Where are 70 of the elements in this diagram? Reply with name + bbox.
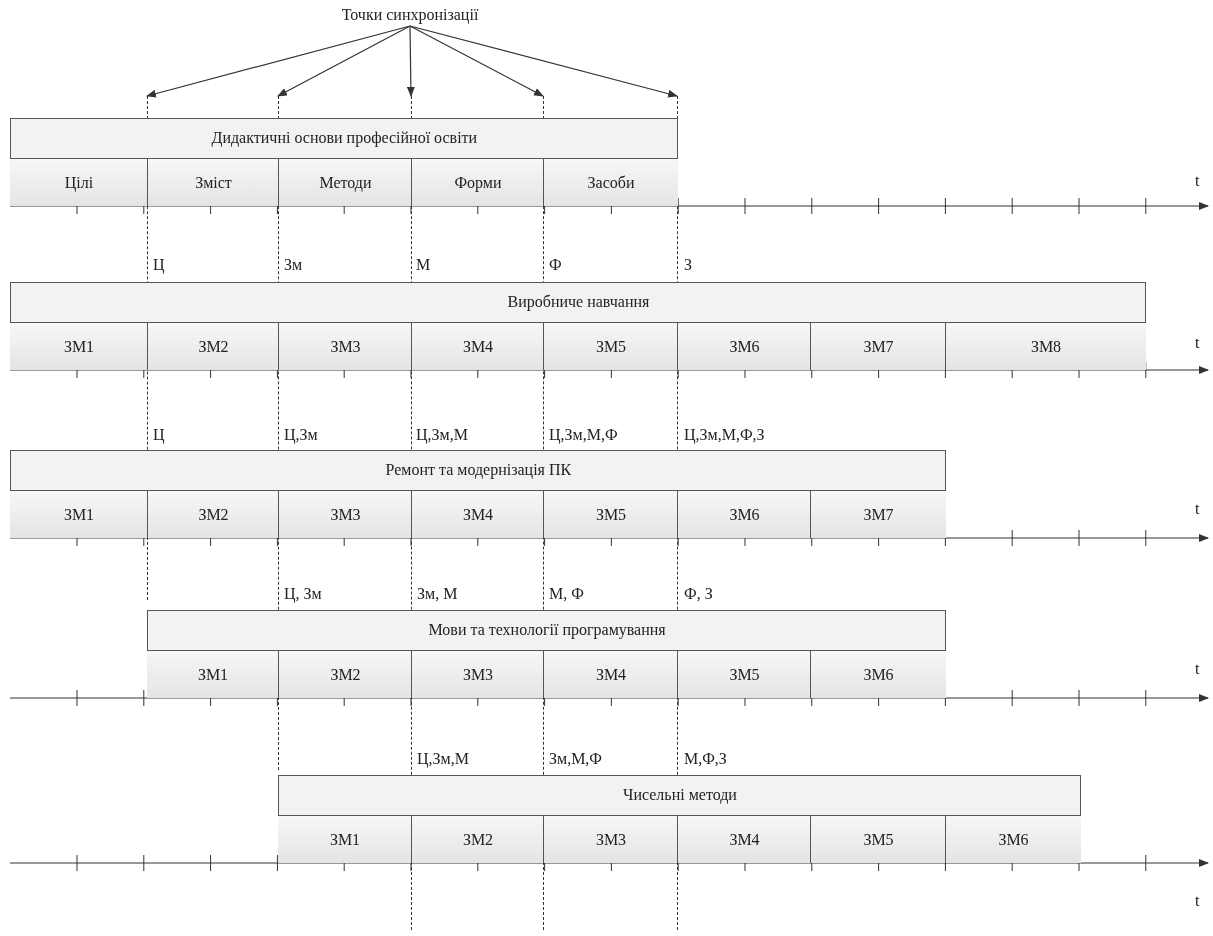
module-cell: Методи [278,158,412,206]
module-cell: ЗМ1 [278,815,412,863]
module-cell: Форми [411,158,544,206]
module-cell: ЗМ5 [810,815,946,863]
module-cell: ЗМ4 [411,490,544,538]
sync-label: Ф [549,256,562,274]
sync-label: Ц [153,256,165,274]
block-title: Дидактичні основи професійної освіти [211,129,478,147]
module-cell: ЗМ2 [147,322,279,370]
sync-label: Зм, М [417,585,458,603]
callout-text: Точки синхронізації [340,6,480,24]
sync-label: Ц, Зм [284,585,322,603]
arrow [277,25,411,97]
sync-label: М [416,256,431,274]
axis-label: t [1195,172,1200,190]
module-cell: ЗМ3 [278,490,412,538]
module-cell: ЗМ2 [411,815,544,863]
module-block [10,282,1146,370]
sync-label: М,Ф,З [684,750,727,768]
axis-label: t [1195,500,1200,518]
block-title: Виробниче навчання [507,293,650,311]
module-block [147,610,946,698]
sync-label: Ц,Зм,М,Ф,З [684,426,765,444]
module-block [10,450,946,538]
module-cell: ЗМ5 [543,490,678,538]
module-cell: Зміст [147,158,279,206]
arrow [146,25,411,98]
arrow [409,25,544,97]
sync-label: Зм [284,256,303,274]
axis-label: t [1195,334,1200,352]
module-cell: ЗМ4 [677,815,811,863]
module-cell: ЗМ3 [278,322,412,370]
sync-label: Ц,Зм,М,Ф [549,426,618,444]
sync-label: Ц,Зм,М [416,426,468,444]
module-block [10,118,678,206]
sync-label: Ц,Зм,М [417,750,469,768]
module-cell: ЗМ5 [543,322,678,370]
module-cell: Засоби [543,158,678,206]
block-title: Ремонт та модернізація ПК [385,461,572,479]
module-cell: ЗМ1 [10,490,148,538]
sync-label: Ц,Зм [284,426,318,444]
sync-label: М, Ф [549,585,584,603]
module-cell: ЗМ6 [677,490,811,538]
module-cell: ЗМ1 [147,650,279,698]
sync-label: Зм,М,Ф [549,750,602,768]
sync-label: Ф, З [684,585,713,603]
arrow [406,25,415,97]
sync-label: З [684,256,692,274]
module-cell: ЗМ6 [945,815,1081,863]
module-cell: ЗМ2 [278,650,412,698]
module-cell: ЗМ8 [945,322,1146,370]
sync-label: Ц [153,426,165,444]
module-cell: ЗМ6 [677,322,811,370]
module-cell: ЗМ2 [147,490,279,538]
block-title: Мови та технології програмування [428,621,666,639]
module-block [278,775,1081,863]
axis-label: t [1195,660,1200,678]
module-cell: ЗМ3 [543,815,678,863]
module-cell: ЗМ5 [677,650,811,698]
module-cell: ЗМ7 [810,490,946,538]
module-cell: ЗМ4 [543,650,678,698]
module-cell: ЗМ3 [411,650,544,698]
module-cell: ЗМ1 [10,322,148,370]
module-cell: ЗМ7 [810,322,946,370]
module-cell: Цілі [10,158,148,206]
module-cell: ЗМ4 [411,322,544,370]
axis-label: t [1195,892,1200,910]
module-cell: ЗМ6 [810,650,946,698]
block-title: Чисельні методи [623,786,737,804]
arrow [409,25,678,98]
